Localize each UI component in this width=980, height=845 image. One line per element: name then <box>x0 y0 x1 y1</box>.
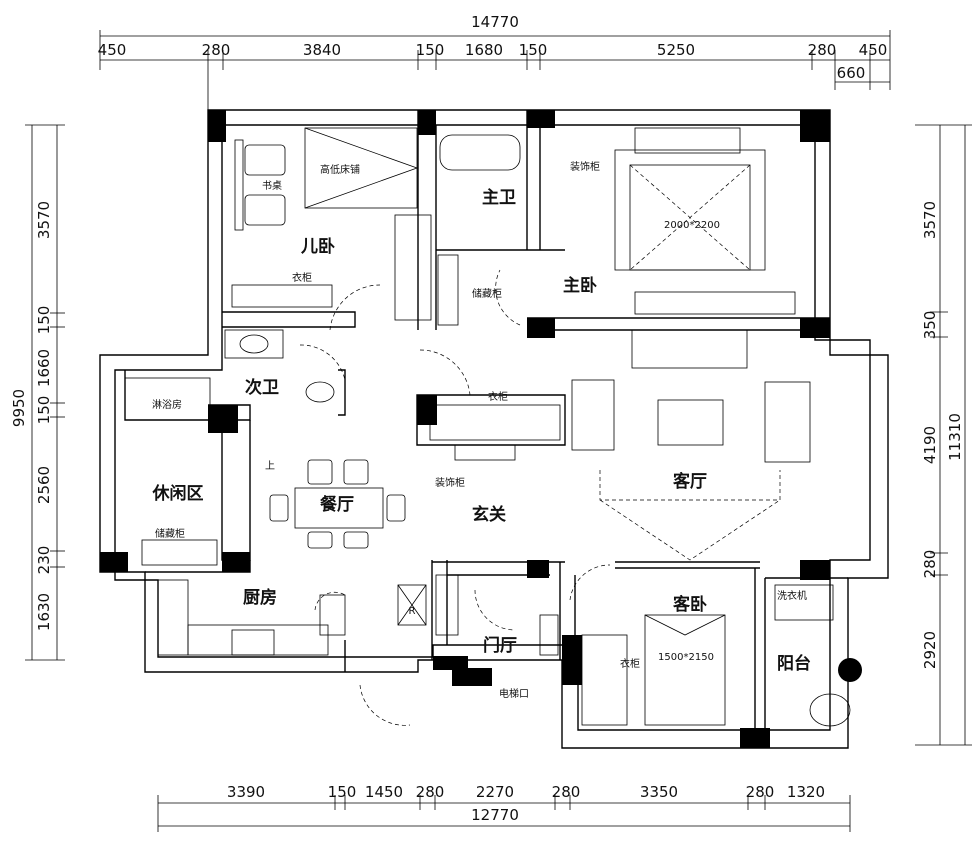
dim-left-1: 3570 <box>35 201 53 239</box>
dim-top-3: 3840 <box>303 41 341 59</box>
dim-top-7: 5250 <box>657 41 695 59</box>
room-master-bath: 主卫 <box>482 187 516 208</box>
room-dining: 餐厅 <box>320 494 354 515</box>
note-desk: 书桌 <box>262 179 282 192</box>
annotations: 高低床铺 书桌 衣柜 装饰柜 储藏柜 淋浴房 衣柜 装饰柜 储藏柜 电梯口 衣柜… <box>152 160 807 700</box>
dim-bottom-3: 1450 <box>365 783 403 801</box>
dim-right-2: 350 <box>921 311 939 340</box>
dim-left-2: 150 <box>35 306 53 335</box>
note-fridge: R <box>409 606 416 617</box>
dim-bottom-5: 2270 <box>476 783 514 801</box>
dim-top-2: 280 <box>202 41 231 59</box>
room-second-bath: 次卫 <box>245 377 279 398</box>
dim-right-5: 2920 <box>921 631 939 669</box>
dim-right-4: 280 <box>921 550 939 579</box>
dim-right-1: 3570 <box>921 201 939 239</box>
dim-bottom-8: 280 <box>746 783 775 801</box>
dim-left-6: 230 <box>35 546 53 575</box>
room-foyer: 玄关 <box>472 504 506 525</box>
dimension-labels: 14770 450 280 3840 150 1680 150 5250 280… <box>10 13 964 824</box>
dim-top-5: 1680 <box>465 41 503 59</box>
note-loft-bed: 高低床铺 <box>320 163 360 176</box>
dim-top-1: 450 <box>98 41 127 59</box>
note-bed-master: 2000*2200 <box>664 220 720 231</box>
note-decor-cabinet-top: 装饰柜 <box>570 160 600 173</box>
dim-left-total: 9950 <box>10 389 28 427</box>
dim-top-total: 14770 <box>471 13 519 31</box>
dim-top-8: 280 <box>808 41 837 59</box>
note-washing-machine: 洗衣机 <box>777 589 807 602</box>
room-leisure: 休闲区 <box>152 483 204 504</box>
dim-bottom-4: 280 <box>416 783 445 801</box>
dim-bottom-total: 12770 <box>471 806 519 824</box>
note-bed-guest: 1500*2150 <box>658 652 714 663</box>
dim-bottom-6: 280 <box>552 783 581 801</box>
room-entry-hall: 门厅 <box>483 635 517 656</box>
note-storage-cabinet-left: 储藏柜 <box>155 527 185 540</box>
dimension-lines <box>25 30 972 832</box>
dim-top-9: 450 <box>859 41 888 59</box>
dim-left-7: 1630 <box>35 593 53 631</box>
dim-left-5: 2560 <box>35 466 53 504</box>
dim-bottom-2: 150 <box>328 783 357 801</box>
room-balcony: 阳台 <box>777 653 811 674</box>
note-wardrobe-hall: 衣柜 <box>488 390 508 403</box>
room-kitchen: 厨房 <box>243 587 277 608</box>
dim-top-6: 150 <box>519 41 548 59</box>
columns <box>100 110 830 748</box>
dim-top-sub: 660 <box>837 64 866 82</box>
dim-left-4: 150 <box>35 396 53 425</box>
note-shower-room: 淋浴房 <box>152 398 182 411</box>
dim-left-3: 1660 <box>35 349 53 387</box>
note-wardrobe-kids: 衣柜 <box>292 271 312 284</box>
dim-bottom-9: 1320 <box>787 783 825 801</box>
room-master-bedroom: 主卧 <box>563 275 597 296</box>
room-labels: 儿卧 主卫 主卧 次卫 客厅 休闲区 餐厅 玄关 厨房 门厅 客卧 阳台 <box>152 187 812 674</box>
furniture <box>124 127 862 727</box>
dim-top-4: 150 <box>416 41 445 59</box>
note-decor-cabinet-mid: 装饰柜 <box>435 476 465 489</box>
room-living: 客厅 <box>672 471 707 492</box>
note-wardrobe-guest: 衣柜 <box>620 657 640 670</box>
dim-bottom-1: 3390 <box>227 783 265 801</box>
note-stair-up: 上 <box>265 460 275 472</box>
dim-right-3: 4190 <box>921 426 939 464</box>
dim-right-total: 11310 <box>946 413 964 461</box>
room-guest-bedroom: 客卧 <box>672 594 707 615</box>
dim-bottom-7: 3350 <box>640 783 678 801</box>
doors <box>299 269 611 726</box>
note-elevator: 电梯口 <box>499 687 529 700</box>
room-kids-bedroom: 儿卧 <box>300 237 335 257</box>
note-storage-cabinet-top: 储藏柜 <box>472 287 502 300</box>
